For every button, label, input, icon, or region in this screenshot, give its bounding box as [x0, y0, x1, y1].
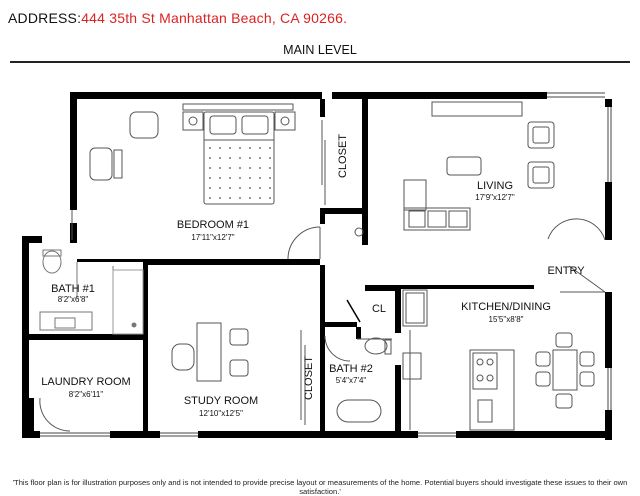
bed-tuft-dot — [249, 187, 251, 189]
living-dims: 17'9"x12'7" — [475, 193, 515, 202]
bed-tuft-dot — [209, 187, 211, 189]
living-furniture — [403, 101, 555, 231]
bed-tuft-dot — [259, 167, 261, 169]
bed-tuft-dot — [239, 147, 241, 149]
bed-tuft-dot — [229, 177, 231, 179]
bed-tuft-dot — [259, 197, 261, 199]
exterior-walls — [22, 92, 612, 440]
bed-tuft-dot — [249, 147, 251, 149]
address-label: ADDRESS: — [8, 10, 82, 26]
bed-tuft-dot — [259, 187, 261, 189]
bed-tuft-dot — [259, 157, 261, 159]
study-dims: 12'10"x12'5" — [199, 409, 243, 418]
bedroom1-dims: 17'11"x12'7" — [191, 233, 234, 242]
bed-tuft-dot — [209, 177, 211, 179]
bed-tuft-dot — [269, 177, 271, 179]
bed-tuft-dot — [209, 197, 211, 199]
bath1-fixtures — [39, 249, 144, 335]
bed-tuft-dot — [239, 197, 241, 199]
bed-tuft-dot — [249, 157, 251, 159]
bed-tuft-dot — [219, 187, 221, 189]
bed-tuft-dot — [239, 187, 241, 189]
closet-study-label: CLOSET — [303, 356, 315, 400]
study-name: STUDY ROOM — [184, 395, 258, 407]
bed-tuft-dot — [249, 197, 251, 199]
address-line: ADDRESS:444 35th St Manhattan Beach, CA … — [8, 10, 347, 26]
windows — [40, 92, 612, 437]
interior-walls — [29, 99, 534, 435]
bed-tuft-dot — [269, 157, 271, 159]
laundry-dims: 8'2"x6'11" — [69, 390, 104, 399]
bed-tuft-dot — [219, 147, 221, 149]
bed-tuft-dot — [219, 197, 221, 199]
laundry-name: LAUNDRY ROOM — [41, 376, 130, 388]
bed-tuft-dot — [219, 167, 221, 169]
bed-tuft-dot — [259, 177, 261, 179]
cl-label: CL — [372, 303, 386, 315]
bed-tuft-dot — [249, 177, 251, 179]
room-labels: BEDROOM #1 17'11"x12'7" LIVING 17'9"x12'… — [41, 134, 585, 418]
bath1-dims: 8'2"x6'8" — [58, 295, 89, 304]
living-name: LIVING — [477, 180, 513, 192]
bed-tuft-dot — [209, 157, 211, 159]
bed-tuft-dot — [269, 147, 271, 149]
bed-tuft-dot — [209, 167, 211, 169]
bed-tuft-dot — [229, 157, 231, 159]
bed-tuft-dot — [239, 177, 241, 179]
bed-tuft-dot — [239, 167, 241, 169]
bed-tuft-dot — [209, 147, 211, 149]
bed-tuft-dot — [219, 157, 221, 159]
address-value: 444 35th St Manhattan Beach, CA 90266. — [81, 10, 348, 26]
kitchen-furniture — [402, 289, 595, 431]
doors — [39, 210, 606, 432]
level-title: MAIN LEVEL — [283, 43, 357, 57]
bed-tuft-dot — [229, 187, 231, 189]
kitchen-name: KITCHEN/DINING — [461, 301, 551, 313]
bed-tuft-dot — [229, 197, 231, 199]
bed-tuft-dot — [229, 147, 231, 149]
bath1-name: BATH #1 — [51, 283, 95, 295]
bed-tuft-dot — [269, 197, 271, 199]
bedroom1-name: BEDROOM #1 — [177, 219, 249, 231]
header-rule — [10, 61, 630, 63]
bed-tuft-dot — [219, 177, 221, 179]
bed-tufting — [209, 147, 271, 199]
study-furniture — [171, 322, 392, 425]
bed-tuft-dot — [239, 157, 241, 159]
bed-tuft-dot — [249, 167, 251, 169]
bath2-name: BATH #2 — [329, 363, 373, 375]
bed-tuft-dot — [259, 147, 261, 149]
entry-label: ENTRY — [547, 265, 585, 277]
bed-tuft-dot — [269, 167, 271, 169]
bed-tuft-dot — [229, 167, 231, 169]
closet-top-label: CLOSET — [337, 134, 349, 178]
bedroom-furniture — [89, 103, 364, 237]
bath2-dims: 5'4"x7'4" — [336, 376, 367, 385]
kitchen-dims: 15'5"x8'8" — [489, 315, 524, 324]
disclaimer: 'This floor plan is for illustration pur… — [12, 478, 628, 496]
bed-tuft-dot — [269, 187, 271, 189]
